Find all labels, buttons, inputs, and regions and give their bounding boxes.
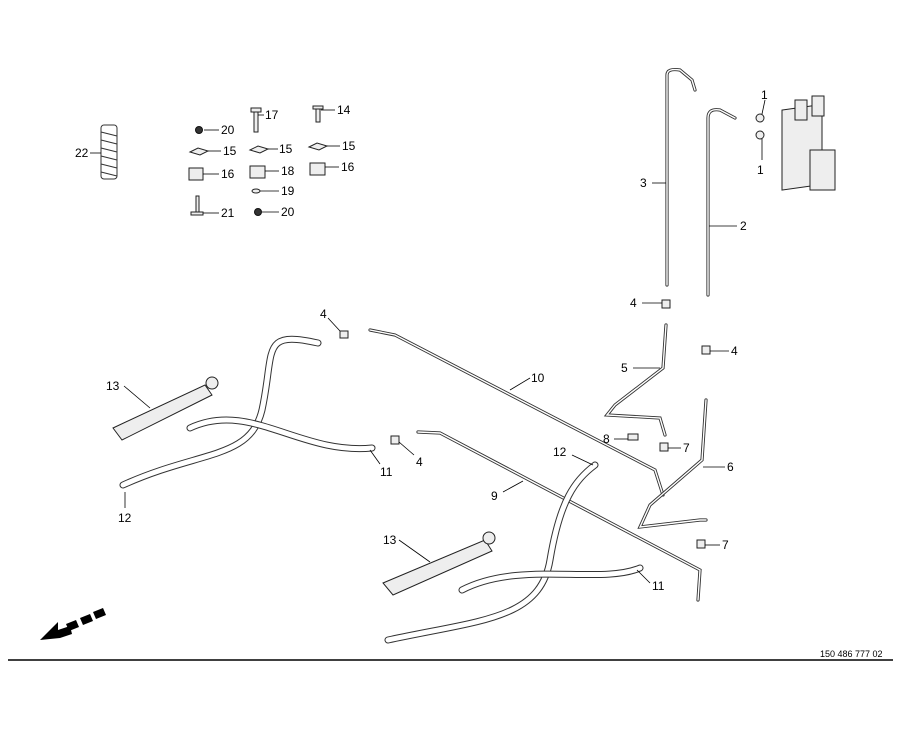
callout-11: 11	[652, 579, 665, 593]
callout-1: 1	[761, 88, 768, 102]
callout-3: 3	[640, 176, 647, 190]
callout-21: 21	[221, 206, 235, 220]
callout-5: 5	[621, 361, 628, 375]
callout-2: 2	[740, 219, 747, 233]
callout-10: 10	[531, 371, 545, 385]
callout-20: 20	[281, 205, 295, 219]
callout-22: 22	[75, 146, 89, 160]
callout-15: 15	[279, 142, 293, 156]
callout-15: 15	[223, 144, 237, 158]
callout-1: 1	[757, 163, 764, 177]
arrow-down-left-icon	[40, 608, 106, 640]
small-hardware	[188, 105, 329, 216]
callout-4: 4	[416, 455, 423, 469]
callout-12: 12	[553, 445, 567, 459]
callout-17: 17	[265, 108, 279, 122]
hydraulic-cylinders	[112, 376, 496, 596]
callout-16: 16	[341, 160, 355, 174]
callouts: 22 20 17 14 15 15 15 16 18 16 19 21 20 1…	[75, 88, 768, 593]
callout-7: 7	[683, 441, 690, 455]
callout-7: 7	[722, 538, 729, 552]
callout-4: 4	[320, 307, 327, 321]
callout-19: 19	[281, 184, 295, 198]
callout-4: 4	[630, 296, 637, 310]
callout-16: 16	[221, 167, 235, 181]
callout-13: 13	[106, 379, 120, 393]
control-valve-block	[755, 95, 836, 191]
rigid-pipes	[368, 67, 737, 602]
callout-12: 12	[118, 511, 132, 525]
callout-8: 8	[603, 432, 610, 446]
callout-20: 20	[221, 123, 235, 137]
callout-14: 14	[337, 103, 351, 117]
hose-spiral-guard	[100, 124, 118, 180]
callout-4: 4	[731, 344, 738, 358]
hydraulic-hoses	[119, 335, 644, 644]
callout-6: 6	[727, 460, 734, 474]
drawing-number: 150 486 777 02	[820, 649, 883, 659]
callout-15: 15	[342, 139, 356, 153]
callout-18: 18	[281, 164, 295, 178]
callout-13: 13	[383, 533, 397, 547]
callout-11: 11	[380, 465, 393, 479]
callout-9: 9	[491, 489, 498, 503]
